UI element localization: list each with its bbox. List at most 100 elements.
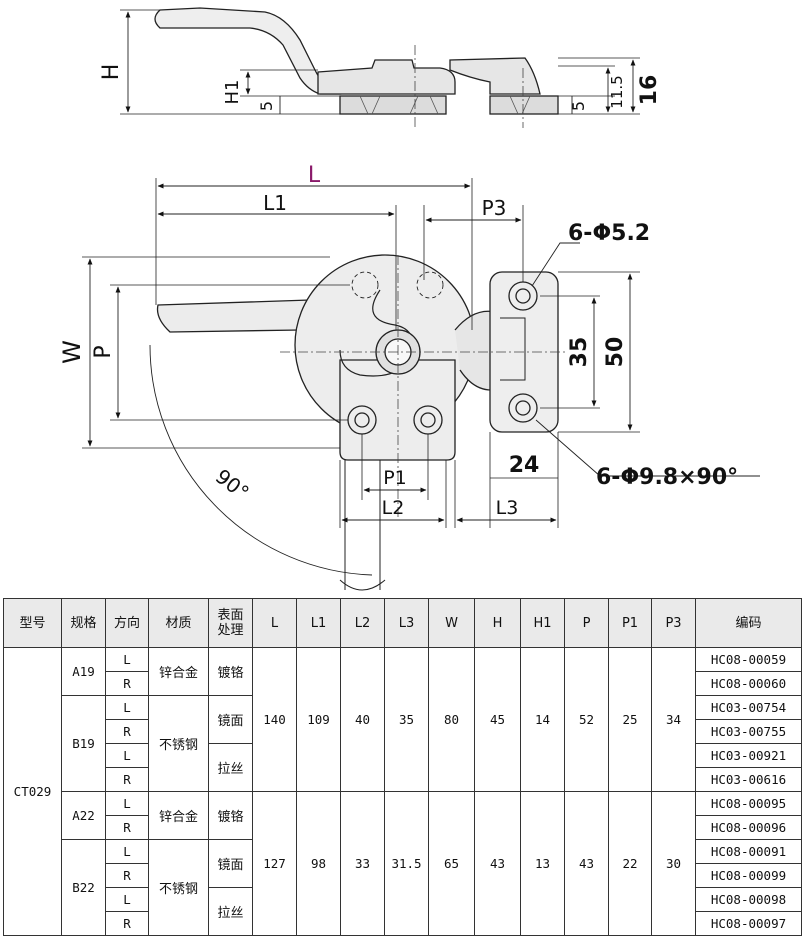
header-cell: H1 [520,598,565,648]
dim-cell-w: 65 [428,791,475,936]
finish-cell: 拉丝 [208,887,253,936]
finish-cell: 镜面 [208,695,253,744]
finish-cell: 镀铬 [208,791,253,840]
header-cell: 型号 [3,598,62,648]
spec-cell: A19 [61,647,106,696]
header-cell: L2 [340,598,385,648]
dim-cell-p1: 22 [608,791,652,936]
technical-drawing: H H1 5 5 11.5 16 [58,7,760,591]
label-5-right: 5 [569,101,588,111]
label-hole-large: 6-Φ9.8×90° [596,465,738,490]
label-5-left: 5 [257,101,276,111]
code-cell: HC03-00616 [695,767,802,792]
side-base-plate [339,95,447,115]
finish-cell: 拉丝 [208,743,253,792]
dim-cell-l2: 33 [340,791,385,936]
table-row: L 拉丝 HC08-00098 [4,887,802,936]
dim-cell-h: 45 [474,647,521,792]
direction-cell: L [105,791,149,816]
header-cell: P3 [651,598,696,648]
dim-cell-p: 43 [564,791,609,936]
header-cell: 方向 [105,598,149,648]
direction-cell: L [105,647,149,672]
material-cell: 锌合金 [148,791,209,840]
dim-cell-h1: 13 [520,791,565,936]
plan-mount-plate [339,359,456,461]
table-row: R HC08-00060 [4,671,802,696]
side-lever [154,7,342,95]
header-cell: L1 [296,598,341,648]
header-cell: 编码 [695,598,802,648]
swing-arc [149,344,373,576]
label-angle: 90° [211,464,254,505]
dim-cell-p: 52 [564,647,609,792]
label-P3: P3 [482,196,507,220]
dim-cell-p3: 30 [651,791,696,936]
code-cell: HC08-00097 [695,911,802,936]
dim-cell-h1: 14 [520,647,565,792]
material-cell: 不锈钢 [148,695,209,792]
direction-cell: R [105,671,149,696]
label-16: 16 [637,75,662,106]
dim-cell-l: 140 [252,647,297,792]
side-view [120,7,640,128]
label-24: 24 [509,453,540,478]
side-body [317,59,456,95]
direction-cell: R [105,815,149,840]
dim-cell-l3: 35 [384,647,429,792]
plan-view [82,178,760,591]
direction-cell: L [105,839,149,864]
label-11-5: 11.5 [608,75,626,108]
code-cell: HC03-00755 [695,719,802,744]
code-cell: HC08-00091 [695,839,802,864]
dim-cell-l1: 109 [296,647,341,792]
direction-cell: R [105,767,149,792]
dim-cell-h: 43 [474,791,521,936]
handle-rotated [339,440,386,591]
label-P1: P1 [383,467,407,489]
label-L3: L3 [496,497,519,519]
header-cell: P [564,598,609,648]
code-cell: HC03-00754 [695,695,802,720]
direction-cell: R [105,911,149,936]
dim-cell-l2: 40 [340,647,385,792]
dim-cell-l: 127 [252,791,297,936]
label-50: 50 [603,337,628,368]
material-cell: 锌合金 [148,647,209,696]
header-cell: 材质 [148,598,209,648]
label-W: W [58,340,86,364]
dim-cell-p3: 34 [651,647,696,792]
label-H1: H1 [222,80,243,105]
header-cell: L [252,598,297,648]
direction-cell: L [105,743,149,768]
label-L2: L2 [382,497,405,519]
label-L: L [308,163,321,188]
header-cell: H [474,598,521,648]
finish-cell: 镜面 [208,839,253,888]
code-cell: HC08-00060 [695,671,802,696]
direction-cell: L [105,695,149,720]
label-H: H [99,64,124,81]
header-cell: 表面处理 [208,598,253,648]
dim-cell-w: 80 [428,647,475,792]
direction-cell: L [105,887,149,912]
material-cell: 不锈钢 [148,839,209,936]
label-35: 35 [567,337,592,368]
code-cell: HC08-00096 [695,815,802,840]
code-cell: HC08-00098 [695,887,802,912]
spec-cell: A22 [61,791,106,840]
side-catch-plate [489,95,559,115]
code-cell: HC08-00095 [695,791,802,816]
label-P: P [91,345,116,358]
direction-cell: R [105,719,149,744]
code-cell: HC08-00059 [695,647,802,672]
label-hole-small: 6-Φ5.2 [568,221,650,246]
header-cell: 规格 [61,598,106,648]
header-cell: W [428,598,475,648]
dim-cell-p1: 25 [608,647,652,792]
